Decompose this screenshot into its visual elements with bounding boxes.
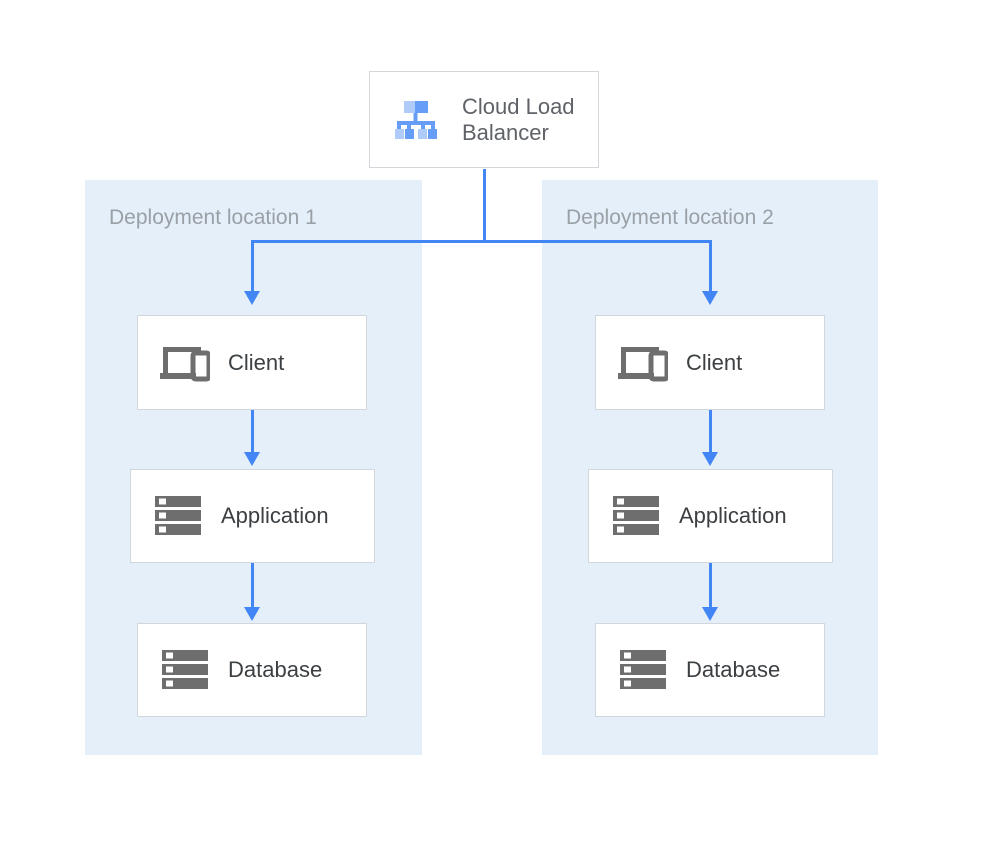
node-application-2-label: Application: [679, 503, 787, 529]
connector-bus-to-client-1: [251, 240, 254, 293]
deployment-location-1-label: Deployment location 1: [109, 206, 317, 229]
client-devices-icon: [160, 340, 210, 386]
arrowhead-client-1-to-application-1: [244, 452, 260, 466]
arrowhead-client-2-to-application-2: [702, 452, 718, 466]
server-stack-icon: [160, 647, 210, 693]
deployment-location-2-label: Deployment location 2: [566, 206, 774, 229]
connector-client-2-to-application-2: [709, 410, 712, 455]
connector-distribution-bus: [251, 240, 712, 243]
client-devices-icon: [618, 340, 668, 386]
server-stack-icon: [153, 493, 203, 539]
node-cloud-load-balancer-label: Cloud Load Balancer: [462, 94, 575, 145]
arrowhead-bus-to-client-2: [702, 291, 718, 305]
node-application-1-label: Application: [221, 503, 329, 529]
server-stack-icon: [618, 647, 668, 693]
node-database-2[interactable]: Database: [595, 623, 825, 717]
node-client-1[interactable]: Client: [137, 315, 367, 410]
node-client-1-label: Client: [228, 349, 285, 375]
node-client-2[interactable]: Client: [595, 315, 825, 410]
connector-application-2-to-database-2: [709, 563, 712, 610]
node-client-2-label: Client: [686, 349, 743, 375]
node-application-1[interactable]: Application: [130, 469, 375, 563]
node-cloud-load-balancer[interactable]: Cloud Load Balancer: [369, 71, 599, 168]
connector-bus-to-client-2: [709, 240, 712, 293]
connector-lb-trunk: [483, 169, 486, 242]
arrowhead-application-2-to-database-2: [702, 607, 718, 621]
connector-client-1-to-application-1: [251, 410, 254, 455]
node-database-2-label: Database: [686, 657, 781, 683]
connector-application-1-to-database-1: [251, 563, 254, 610]
load-balancer-icon: [392, 96, 440, 144]
node-database-1-label: Database: [228, 657, 323, 683]
server-stack-icon: [611, 493, 661, 539]
arrowhead-application-1-to-database-1: [244, 607, 260, 621]
node-database-1[interactable]: Database: [137, 623, 367, 717]
arrowhead-bus-to-client-1: [244, 291, 260, 305]
node-application-2[interactable]: Application: [588, 469, 833, 563]
